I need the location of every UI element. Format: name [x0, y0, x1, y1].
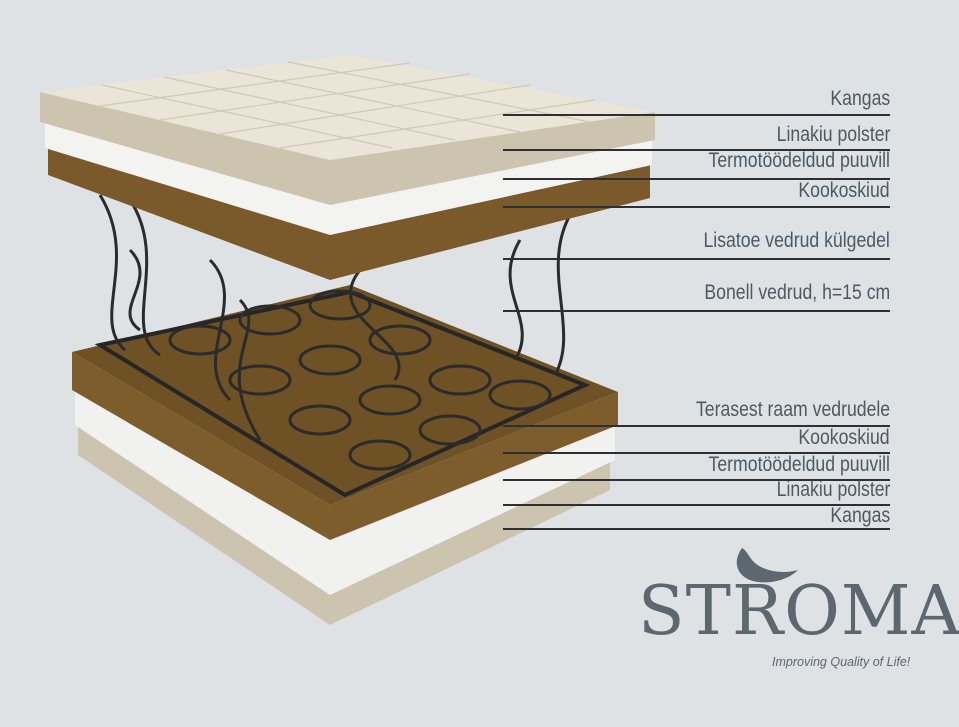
leader-line [503, 178, 890, 180]
logo-tagline: Improving Quality of Life! [772, 655, 911, 669]
leader-line [503, 425, 890, 427]
bottom-linen-layer [75, 390, 615, 595]
leader-line [503, 528, 890, 530]
top-cotton-layer [45, 115, 652, 235]
bonell-springs [98, 194, 572, 471]
leader-line [503, 258, 890, 260]
leader-line [503, 504, 890, 506]
top-fabric-quilted [40, 55, 655, 160]
label-bottom-kookoskiud: Kookoskiud [798, 426, 890, 449]
label-top-kookoskiud: Kookoskiud [798, 179, 890, 202]
label-lisatoe-vedrud: Lisatoe vedrud külgedel [703, 229, 890, 252]
leader-line [503, 452, 890, 454]
logo-wordmark: STROMA [638, 572, 959, 651]
feather-logo-icon [736, 548, 798, 583]
steel-frame [94, 289, 591, 498]
leader-line [503, 479, 890, 481]
label-top-linakiu-polster: Linakiu polster [776, 123, 890, 146]
leader-line [503, 310, 890, 312]
label-bottom-kangas: Kangas [830, 504, 890, 527]
label-bottom-linakiu-polster: Linakiu polster [776, 478, 890, 501]
label-bottom-termotoodeldud-puuvill: Termotöödeldud puuvill [708, 453, 890, 476]
label-bonell-vedrud: Bonell vedrud, h=15 cm [704, 281, 890, 304]
label-top-kangas: Kangas [830, 87, 890, 110]
leader-line [503, 149, 890, 151]
label-terasest-raam: Terasest raam vedrudele [695, 398, 890, 421]
bottom-coconut-layer [72, 285, 618, 540]
top-linen-layer [40, 92, 655, 205]
leader-line [503, 206, 890, 208]
label-top-termotoodeldud-puuvill: Termotöödeldud puuvill [708, 149, 890, 172]
leader-line [503, 114, 890, 116]
